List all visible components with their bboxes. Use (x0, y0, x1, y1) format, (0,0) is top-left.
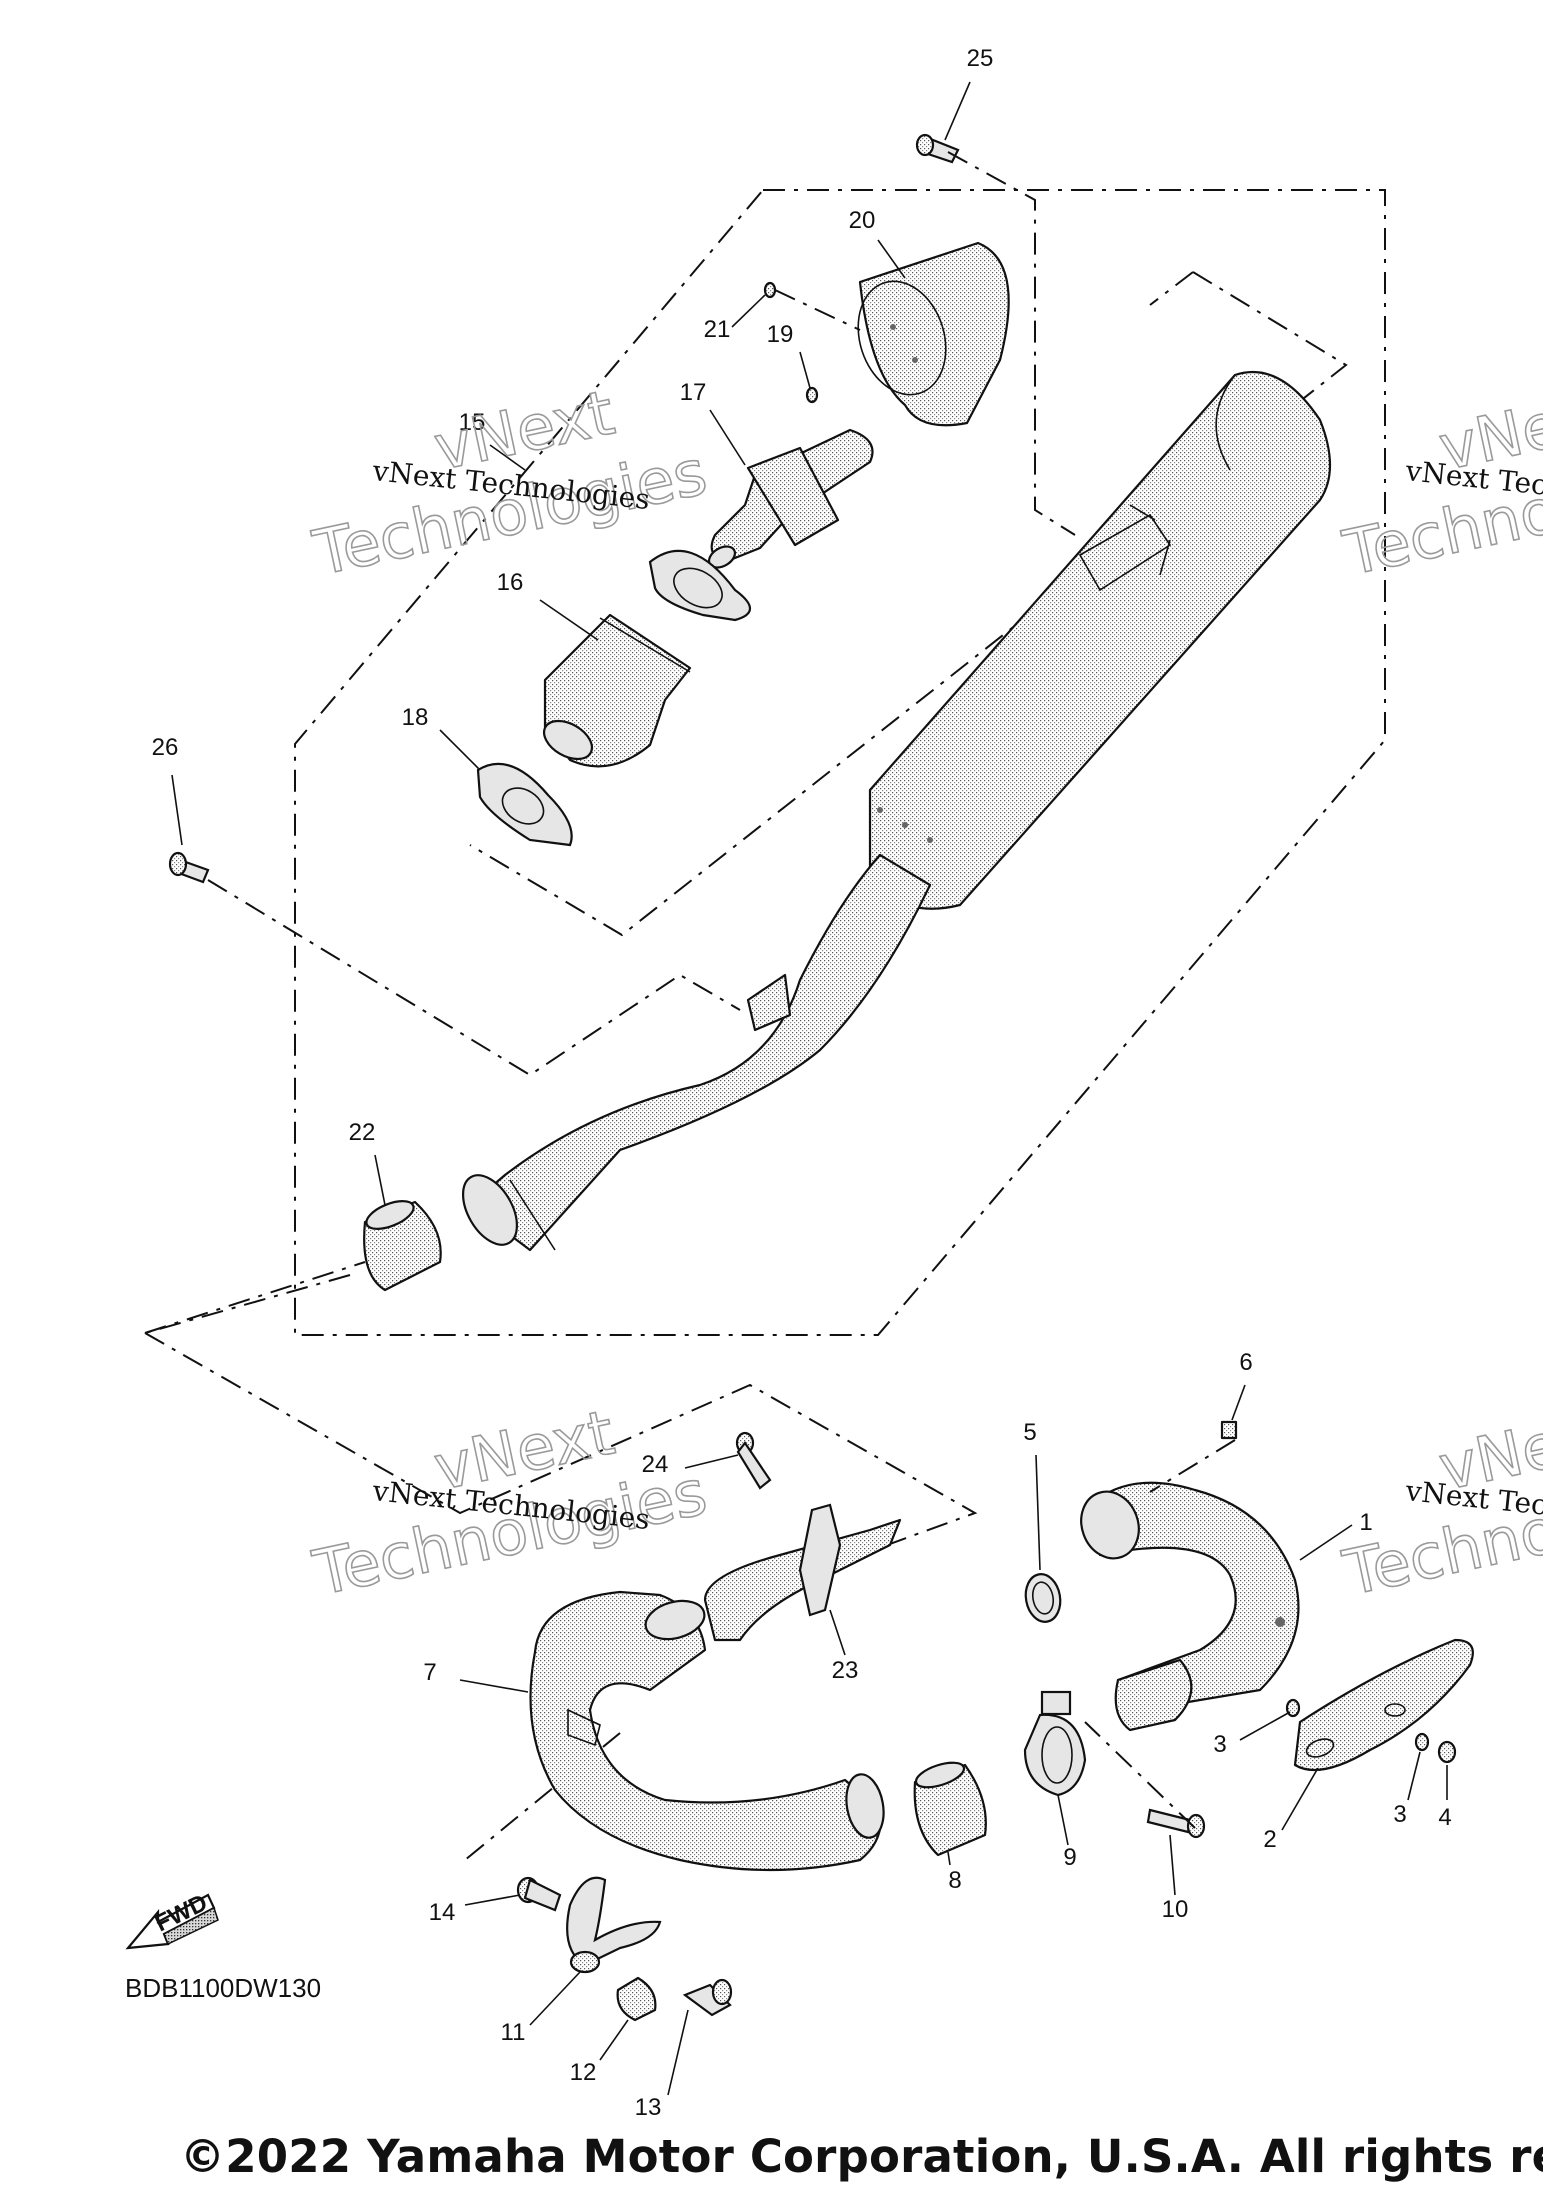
link-line (1149, 1439, 1236, 1493)
leader-line (799, 351, 811, 389)
callout-3: 3 (1393, 1801, 1406, 1828)
silencer-inner-outline (469, 271, 1348, 937)
callout-20: 20 (849, 207, 876, 234)
sleeve-22 (363, 1200, 442, 1292)
callout-1: 1 (1359, 1509, 1372, 1536)
callout-26: 26 (152, 734, 179, 761)
leader-line (1239, 1711, 1291, 1741)
leader-line (1281, 1767, 1319, 1831)
callout-21: 21 (704, 316, 731, 343)
callout-8: 8 (948, 1867, 961, 1894)
link-line (144, 1274, 351, 1334)
collar-12 (616, 1976, 657, 2022)
leader-line (731, 294, 766, 328)
callout-5: 5 (1023, 1419, 1036, 1446)
callout-23: 23 (832, 1657, 859, 1684)
leader-line (829, 1609, 846, 1656)
fwd-arrow-icon: FWD (125, 1889, 219, 1950)
callout-9: 9 (1063, 1844, 1076, 1871)
nut-4 (1437, 1740, 1457, 1764)
inner-pipe (707, 428, 874, 569)
inner-silencer (543, 613, 692, 768)
mid-pipe (461, 853, 932, 1252)
callout-11: 11 (501, 2019, 526, 2046)
bolt-26 (168, 851, 210, 884)
callout-19: 19 (767, 321, 794, 348)
leader-line (171, 774, 183, 846)
leader-line (599, 2019, 629, 2061)
leader-line (1407, 1751, 1421, 1801)
leader-line (684, 1454, 739, 1469)
callout-18: 18 (402, 704, 429, 731)
watermark: vNext Technologies vNext Technologies vN… (306, 375, 1543, 1611)
gasket-15 (648, 549, 752, 622)
callout-7: 7 (423, 1659, 436, 1686)
sleeve-8 (913, 1761, 987, 1857)
link-line (1084, 1721, 1196, 1829)
callout-17: 17 (680, 379, 707, 406)
leader-line (1169, 1834, 1176, 1896)
muffler-body (868, 370, 1332, 910)
bolt-14 (516, 1876, 562, 1912)
header-group-outline (144, 1261, 978, 1614)
header-pipe (529, 1590, 885, 1872)
leader-line (489, 444, 526, 471)
bolt-24 (735, 1431, 772, 1490)
leader-line (464, 1894, 521, 1906)
header-pipe-1 (1080, 1481, 1300, 1732)
heat-shield-2 (1293, 1638, 1474, 1772)
heat-guard-23 (703, 1503, 902, 1642)
callout-12: 12 (570, 2059, 597, 2086)
link-line (207, 879, 741, 1077)
leader-line (667, 2009, 689, 2096)
bolt-25 (915, 133, 960, 164)
diagram-code: BDB1100DW130 (125, 1973, 321, 2003)
leader-line (944, 81, 971, 141)
leader-line (877, 239, 906, 279)
gasket-18 (476, 762, 573, 847)
leader-line (459, 1679, 529, 1693)
callout-25: 25 (967, 45, 994, 72)
copyright-notice: ©2022 Yamaha Motor Corporation, U.S.A. A… (180, 2130, 1543, 2183)
link-line (947, 151, 1076, 536)
callout-6: 6 (1239, 1349, 1252, 1376)
callout-10: 10 (1162, 1896, 1189, 1923)
clamp-9 (1023, 1690, 1087, 1797)
screw-21 (763, 281, 777, 299)
gasket-ring-5 (1024, 1573, 1062, 1623)
leader-line (1231, 1384, 1246, 1421)
leader-line (539, 599, 599, 641)
link-line (774, 289, 861, 331)
callout-14: 14 (429, 1899, 456, 1926)
muffler-assembly-outline (294, 189, 1386, 1336)
callout-22: 22 (349, 1119, 376, 1146)
callout-24: 24 (642, 1451, 669, 1478)
leader-line (1299, 1524, 1353, 1561)
leader-line (439, 729, 481, 771)
tail-cap (857, 241, 1010, 427)
leader-line (709, 409, 746, 466)
callout-15: 15 (459, 409, 486, 436)
leader-line (1035, 1454, 1041, 1571)
leader-line (374, 1154, 386, 1206)
leader-line (529, 1971, 581, 2026)
leader-line (1057, 1794, 1069, 1846)
callout-16: 16 (497, 569, 524, 596)
leader-lines (144, 81, 1448, 2096)
bolt-13 (682, 1978, 733, 2017)
screw-19 (805, 386, 819, 404)
bracket-11 (566, 1876, 662, 1974)
bolt-10 (1146, 1808, 1206, 1839)
callout-2: 2 (1263, 1826, 1276, 1853)
callout-4: 4 (1438, 1804, 1451, 1831)
callout-13: 13 (635, 2094, 662, 2121)
leader-line (947, 1851, 951, 1866)
nut-6 (1220, 1420, 1238, 1440)
callout-3: 3 (1213, 1731, 1226, 1758)
